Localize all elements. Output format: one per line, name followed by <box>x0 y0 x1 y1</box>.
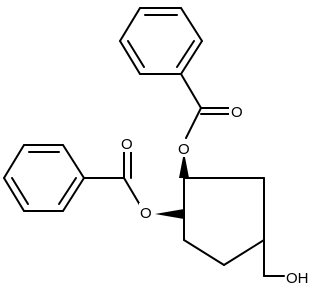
stereo-wedge-left <box>155 209 184 219</box>
carbonyl-to-ester-oxygen-bond-left <box>123 177 141 206</box>
left-ester-group <box>83 144 141 206</box>
carbonyl-to-ester-oxygen-bond <box>185 107 202 139</box>
hydroxymethyl-group <box>263 239 285 277</box>
carbonyl-oxygen-left-label: O <box>121 136 133 153</box>
ester-oxygen-left-label: O <box>140 205 152 222</box>
ring-to-carbonyl-bond <box>180 73 202 109</box>
stereo-wedge-top <box>179 152 189 178</box>
hydroxyl-label: OH <box>286 270 309 287</box>
top-benzene-ring <box>119 7 203 75</box>
top-ester-group <box>180 73 231 139</box>
carbonyl-oxygen-top-label: O <box>231 104 243 121</box>
ester-oxygen-top-label: O <box>178 141 190 158</box>
cyclohexane-ring <box>183 177 265 266</box>
left-benzene-ring <box>3 144 85 212</box>
